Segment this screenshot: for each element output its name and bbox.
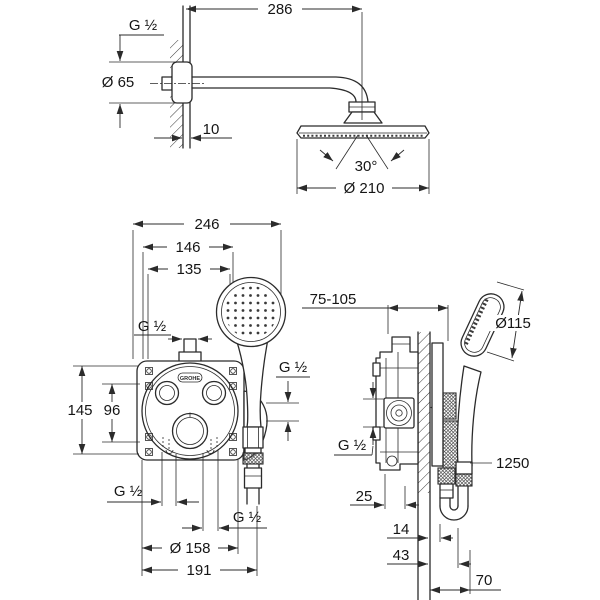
- handle-connector: [455, 461, 473, 475]
- dim-width-135: 135: [147, 261, 231, 359]
- shower-arm-outer: [191, 76, 369, 103]
- plate-screws: [145, 367, 237, 456]
- supply-thread-side-label: G ½: [338, 437, 367, 454]
- overall-width-label: 246: [194, 216, 219, 233]
- screw: [229, 448, 237, 456]
- screw: [145, 367, 153, 375]
- side-port-mid: [390, 404, 408, 422]
- dim-supply-thread-side: G ½: [334, 382, 384, 456]
- dim-head-diameter: Ø 210: [296, 139, 430, 197]
- bottom-left-thread-label: G ½: [114, 483, 143, 500]
- side-port-flange: [383, 397, 415, 429]
- bottom-right-thread-label: G ½: [233, 509, 262, 526]
- button-left-inner: [159, 385, 175, 401]
- hose-nut: [242, 426, 264, 449]
- dim-height-145: 145: [63, 365, 139, 455]
- thermostat-front-view: 246 146 135 G ½: [63, 216, 310, 579]
- dim-spray-angle: 30°: [319, 134, 405, 175]
- dim-supply-thread: G ½ Ø 65: [102, 17, 184, 128]
- dim-arm-projection: 286: [186, 1, 363, 120]
- hose-collar: [244, 447, 262, 454]
- dim-overall-width: 246: [132, 216, 282, 359]
- round-escutcheon-inner: [145, 366, 235, 456]
- arm-projection-label: 286: [267, 1, 292, 18]
- escutcheon-flange: [171, 61, 193, 104]
- dim-wall-thickness: 10: [154, 121, 232, 142]
- dim-bottom-left-thread: G ½: [107, 452, 199, 506]
- outlet-ferrule: [439, 483, 454, 499]
- flange-diameter-label: Ø 65: [102, 74, 135, 91]
- wall-thickness-label: 10: [203, 121, 220, 138]
- box-clip-bottom: [372, 426, 381, 441]
- round-escutcheon: [141, 362, 239, 460]
- shower-arm-inner: [191, 87, 357, 103]
- dim-width-146: 146: [142, 239, 234, 359]
- screw: [145, 382, 153, 390]
- bottom-ports: [162, 437, 218, 454]
- dim-hose-length: 1250: [470, 455, 529, 472]
- dim-offset-43: 43: [387, 528, 471, 568]
- side-hand-shower-handle: [456, 365, 482, 467]
- dim-install-depth-range: 75-105: [302, 291, 449, 341]
- dim-hand-shower-diameter: Ø115: [486, 281, 537, 362]
- head-diameter-label: Ø 210: [344, 180, 385, 197]
- thermostat-knob-inner: [176, 417, 204, 445]
- hand-shower-diameter-label: Ø115: [495, 315, 531, 332]
- dim-offset-14: 14: [387, 521, 453, 542]
- installation-side-view: 75-105 Ø115 G ½ 25 1250: [302, 281, 537, 600]
- button-left: [154, 380, 180, 406]
- screw: [145, 448, 153, 456]
- offset-14-label: 14: [393, 521, 410, 538]
- head-cone: [343, 111, 383, 124]
- width-146-label: 146: [175, 239, 200, 256]
- side-wall-hatching: [418, 332, 430, 493]
- overall-width-bottom-label: 191: [186, 562, 211, 579]
- hose-u-bend-inner: [449, 505, 459, 511]
- dim-depth-25: 25: [350, 474, 419, 509]
- hose-length-label: 1250: [496, 455, 529, 472]
- dim-height-96: 96: [100, 383, 140, 443]
- hose-ferrule: [243, 467, 263, 489]
- side-button-knob: [442, 392, 457, 420]
- box-clip-top: [372, 362, 381, 377]
- hose-thread-label: G ½: [279, 359, 308, 376]
- head-shower-side-view: 286 G ½ Ø 65 10 30°: [102, 1, 430, 197]
- dim-plate-diameter: Ø 158: [141, 460, 239, 576]
- install-depth-range-label: 75-105: [310, 291, 357, 308]
- spray-angle-label: 30°: [355, 158, 378, 175]
- hand-shower-head-ring: [221, 282, 281, 342]
- dim-offset-70: 70: [430, 550, 501, 594]
- hose-knurl-ring: [242, 452, 264, 465]
- thermostat-knob: [171, 412, 209, 450]
- screw: [145, 433, 153, 441]
- side-port-inner: [395, 409, 403, 417]
- box-screw-detail: [386, 455, 398, 467]
- width-135-label: 135: [176, 261, 201, 278]
- handle-knurl: [455, 473, 473, 487]
- top-thread-label: G ½: [138, 318, 167, 335]
- side-port-outer: [386, 400, 412, 426]
- dim-overall-width-bottom: 191: [142, 506, 258, 579]
- offset-43-label: 43: [393, 547, 410, 564]
- brand-text: GROHE: [180, 376, 201, 382]
- button-right: [201, 380, 227, 406]
- hose-u-bend-outer: [439, 505, 469, 521]
- dim-top-thread: G ½: [134, 318, 212, 343]
- plate-diameter-label: Ø 158: [170, 540, 211, 557]
- height-96-label: 96: [104, 402, 121, 419]
- depth-25-label: 25: [356, 488, 373, 505]
- height-145-label: 145: [67, 402, 92, 419]
- dim-bottom-right-thread: G ½: [182, 450, 267, 532]
- grohe-logo: GROHE: [177, 372, 203, 383]
- offset-70-label: 70: [476, 572, 493, 589]
- side-plate: [431, 342, 444, 467]
- button-right-inner: [206, 385, 222, 401]
- hand-shower-spray-face: [225, 286, 277, 338]
- dim-hose-thread: G ½: [266, 359, 310, 441]
- supply-thread-label: G ½: [129, 17, 158, 34]
- screw: [229, 367, 237, 375]
- outlet-knurl-nut: [437, 467, 456, 485]
- top-port-stub: [183, 338, 197, 354]
